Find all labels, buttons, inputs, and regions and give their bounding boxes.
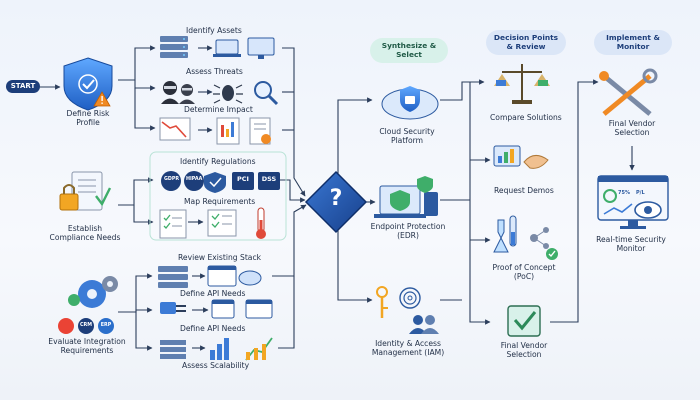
connectors: [40, 45, 635, 351]
compliance-group-frame: [149, 151, 287, 241]
gears-icon: [68, 276, 118, 308]
stack-icon: [158, 266, 188, 288]
api-window-icon: [211, 299, 273, 319]
badge-dss: DSS: [261, 175, 277, 183]
start-pill: START: [6, 80, 40, 93]
map-checklist-icon: [159, 209, 187, 239]
monitor-icon: [247, 37, 275, 59]
review-compare: Compare Solutions: [490, 113, 562, 122]
badge-erp: ERP: [100, 323, 112, 328]
badge-pci: PCI: [237, 175, 249, 183]
tools-icon: [599, 68, 658, 116]
growth-bars-icon: [210, 337, 273, 361]
sub-assess-scalability: Assess Scalability: [182, 361, 250, 370]
laptop-icon: [213, 39, 241, 57]
badge-gdpr: GDPR: [164, 177, 180, 182]
server-icon: [160, 36, 188, 58]
review-demos: Request Demos: [494, 186, 554, 195]
magnifier-icon: [254, 81, 279, 106]
implement-final-vendor: Final Vendor Selection: [608, 119, 656, 137]
cloud-shield-icon: [381, 86, 439, 120]
hacker-icon-2: [179, 84, 195, 104]
scale-stack-icon: [160, 340, 186, 359]
sub-determine-impact: Determine Impact: [184, 105, 253, 114]
sub-define-api-2: Define API Needs: [180, 324, 246, 333]
review-final-vendor: Final Vendor Selection: [500, 341, 548, 359]
sub-identify-regulations: Identify Regulations: [180, 157, 256, 166]
stage-label-compliance: Establish Compliance Needs: [49, 224, 121, 242]
monitor-chip-percent: 75%: [618, 190, 630, 196]
sub-assess-threats: Assess Threats: [186, 67, 243, 76]
badge-row: [161, 171, 280, 193]
header-synthesize: Synthesize & Select: [370, 38, 448, 64]
flask-poc-icon: [493, 215, 558, 260]
demo-handshake-icon: [493, 145, 549, 169]
badge-hipaa: HIPAA: [186, 177, 203, 182]
monitor-chip-pl: P/L: [636, 190, 645, 196]
sub-define-api-1: Define API Needs: [180, 289, 246, 298]
solution-iam: Identity & Access Management (IAM): [371, 339, 445, 357]
stage-label-risk: Define Risk Profile: [66, 109, 110, 127]
review-poc: Proof of Concept (PoC): [492, 263, 556, 281]
checklist-doc-icon: [249, 117, 271, 145]
report-icon: [216, 117, 240, 145]
implement-monitor: Real-time Security Monitor: [596, 235, 666, 253]
bug-icon: [213, 84, 243, 104]
cloud-window-icon: [207, 265, 262, 287]
sub-identify-assets: Identify Assets: [186, 26, 242, 35]
hacker-icon: [161, 81, 179, 104]
map-grid-icon: [207, 209, 237, 237]
iam-key-fingerprint-icon: [376, 286, 439, 334]
sub-map-requirements: Map Requirements: [184, 197, 256, 206]
balance-scale-icon: [494, 64, 550, 104]
final-check-icon: [507, 305, 541, 337]
stage-label-integration: Evaluate Integration Requirements: [48, 337, 126, 355]
risk-shield-icon: [63, 57, 113, 111]
sub-review-stack: Review Existing Stack: [178, 253, 262, 262]
decline-chart-icon: [159, 117, 191, 141]
compliance-doc-icon: [59, 171, 112, 211]
decision-diamond: [304, 170, 368, 234]
plug-icon: [160, 302, 186, 314]
header-implement: Implement & Monitor: [594, 30, 672, 56]
solution-edr: Endpoint Protection (EDR): [370, 222, 446, 240]
badge-crm: CRM: [80, 323, 92, 328]
solution-cloud: Cloud Security Platform: [379, 127, 435, 145]
thermometer-icon: [256, 207, 266, 239]
edr-devices-icon: [374, 176, 438, 218]
header-decision: Decision Points & Review: [486, 30, 566, 56]
decision-question-mark: ?: [329, 186, 343, 211]
app-badges: [58, 318, 114, 334]
monitor-dashboard-icon: [597, 175, 669, 229]
